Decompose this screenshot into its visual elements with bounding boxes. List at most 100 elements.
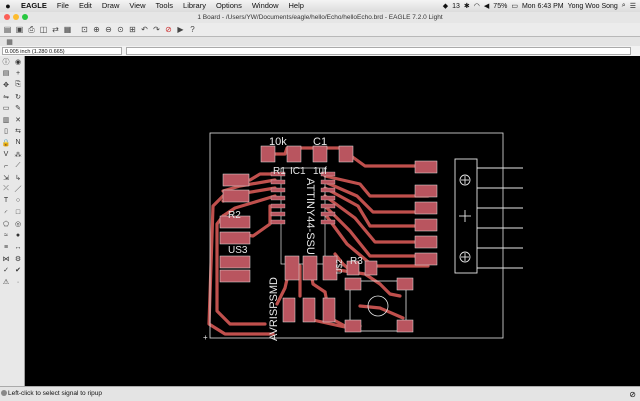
volume-icon[interactable]: ◀	[483, 3, 490, 10]
erc-icon[interactable]: ✓	[3, 267, 9, 275]
via-icon[interactable]: ◎	[14, 221, 22, 229]
wifi-icon[interactable]: ◠	[473, 3, 480, 10]
open-icon[interactable]: ▤	[3, 25, 12, 34]
notification-center-icon[interactable]: ☰	[629, 3, 636, 10]
label-r2: R2	[228, 210, 241, 221]
label-avrisp: AVRISPSMD	[268, 277, 280, 341]
menu-file[interactable]: File	[56, 1, 69, 10]
replace-icon[interactable]: ⇆	[15, 128, 21, 136]
layer-display-icon[interactable]: ▤	[2, 70, 10, 78]
command-input[interactable]	[126, 47, 631, 55]
change-icon[interactable]: ✎	[15, 105, 21, 113]
pads[interactable]	[219, 145, 438, 333]
zoom-window-icon[interactable]	[22, 14, 28, 20]
menu-tools[interactable]: Tools	[155, 1, 174, 10]
close-window-icon[interactable]	[4, 14, 10, 20]
spotlight-icon[interactable]: ⌕	[621, 2, 626, 9]
print-icon[interactable]: ⎙	[28, 24, 35, 34]
apple-menu-icon[interactable]: ●	[5, 1, 11, 11]
layer-icon[interactable]: ▦	[63, 25, 72, 34]
menu-options[interactable]: Options	[215, 1, 242, 10]
polygon-icon[interactable]: ⬠	[2, 221, 10, 229]
menu-edit[interactable]: Edit	[78, 1, 92, 10]
sidebar-blank-icon[interactable]: ·	[16, 278, 20, 286]
eye-icon[interactable]: ◉	[14, 58, 22, 66]
wire-icon[interactable]: ／	[14, 186, 22, 194]
label-r1: R1	[273, 166, 286, 177]
status-text: Left-click to select signal to ripup	[8, 390, 102, 397]
ripup-icon[interactable]: ⤫	[3, 185, 9, 193]
add-icon[interactable]: ▯	[4, 128, 8, 136]
save-icon[interactable]: ▣	[15, 25, 24, 34]
mirror-icon[interactable]: ⇋	[3, 93, 9, 101]
circle-icon[interactable]: ○	[15, 197, 21, 205]
menu-view[interactable]: View	[129, 1, 146, 10]
menu-library[interactable]: Library	[183, 1, 206, 10]
notification-count[interactable]: 13	[452, 2, 460, 10]
main-toolbar: ▤ ▣ ⎙ ◫ ⇄ ▦ ⊡ ⊕ ⊖ ⊙ ⊞ ↶ ↷ ⊘ ▶ ?	[0, 23, 640, 37]
cam-icon[interactable]: ◫	[39, 25, 48, 34]
menubar-extra-icon[interactable]: ◆	[442, 3, 449, 10]
ic-outline[interactable]	[280, 167, 326, 265]
stop-icon[interactable]: ⊘	[165, 25, 172, 34]
value-icon[interactable]: V	[3, 151, 9, 159]
smash-icon[interactable]: ⁂	[14, 151, 22, 159]
name-icon[interactable]: N	[15, 139, 21, 147]
rotate-icon[interactable]: ↻	[15, 93, 21, 101]
drc-icon[interactable]: ✔	[15, 267, 21, 275]
autorouter-icon[interactable]: ⚙	[14, 255, 22, 263]
minimize-window-icon[interactable]	[13, 14, 19, 20]
rect-icon[interactable]: □	[15, 209, 21, 217]
board-outline[interactable]	[209, 132, 504, 339]
label-c1: C1	[313, 136, 327, 148]
menubar-clock[interactable]: Mon 6:43 PM	[521, 2, 564, 10]
errors-icon[interactable]: ⚠	[2, 279, 10, 287]
pushbutton-outline[interactable]	[349, 280, 407, 332]
attribute-icon[interactable]: ≡	[3, 243, 9, 251]
menubar-user[interactable]: Yong Woo Song	[567, 2, 618, 10]
label-attiny: ATTINY44-SSU	[304, 178, 316, 255]
hole-icon[interactable]: ●	[15, 232, 21, 240]
menu-app-eagle[interactable]: EAGLE	[21, 1, 47, 10]
bluetooth-icon[interactable]: ✱	[463, 3, 470, 10]
dimension-icon[interactable]: ↔	[14, 243, 22, 251]
ic-pins[interactable]	[270, 171, 336, 225]
ratsnest-icon[interactable]: ⋈	[2, 255, 10, 263]
stop-command-icon[interactable]: ⊘	[629, 390, 636, 399]
header-connector[interactable]	[454, 158, 523, 274]
text-icon[interactable]: T	[3, 197, 9, 205]
menu-help[interactable]: Help	[288, 1, 304, 10]
grid-icon[interactable]: ▦	[6, 38, 13, 46]
move-icon[interactable]: ✥	[3, 81, 9, 89]
board-canvas[interactable]: 10k C1 IC1 R1 1uf R2 US3 R3 ATTINY44-SSU…	[25, 56, 640, 386]
zoom-redraw-icon[interactable]: ⊙	[117, 25, 124, 34]
menu-window[interactable]: Window	[251, 1, 279, 10]
mark-icon[interactable]: +	[15, 69, 21, 77]
menu-draw[interactable]: Draw	[101, 1, 120, 10]
battery-percent[interactable]: 75%	[493, 2, 508, 10]
zoom-select-icon[interactable]: ⊞	[129, 25, 136, 34]
paste-icon[interactable]: ▥	[2, 116, 10, 124]
battery-icon[interactable]: ▭	[511, 3, 518, 10]
pcb-drawing[interactable]: 10k C1 IC1 R1 1uf R2 US3 R3 ATTINY44-SSU…	[25, 56, 640, 386]
go-icon[interactable]: ▶	[177, 25, 184, 34]
delete-icon[interactable]: ✕	[15, 116, 21, 124]
board-schematic-switch-icon[interactable]: ⇄	[52, 25, 59, 34]
undo-icon[interactable]: ↶	[141, 25, 148, 34]
zoom-fit-icon[interactable]: ⊡	[81, 25, 88, 34]
redo-icon[interactable]: ↷	[153, 25, 160, 34]
miter-icon[interactable]: ⌐	[3, 162, 9, 170]
group-icon[interactable]: ▭	[2, 105, 10, 113]
route-icon[interactable]: ↳	[15, 174, 21, 182]
info-icon[interactable]: ⓘ	[2, 58, 10, 66]
lock-icon[interactable]: 🔒	[1, 139, 11, 147]
split-icon[interactable]: ⟋	[15, 162, 21, 170]
arc-icon[interactable]: ◜	[4, 209, 8, 217]
help-icon[interactable]: ?	[190, 25, 195, 34]
optimize-icon[interactable]: ⇲	[3, 174, 9, 182]
zoom-out-icon[interactable]: ⊖	[105, 25, 112, 34]
copy-icon[interactable]: ⎘	[15, 80, 21, 88]
zoom-in-icon[interactable]: ⊕	[93, 25, 100, 34]
window-title: 1 Board - /Users/YW/Documents/eagle/hell…	[197, 14, 443, 21]
signal-icon[interactable]: ≈	[4, 232, 8, 240]
